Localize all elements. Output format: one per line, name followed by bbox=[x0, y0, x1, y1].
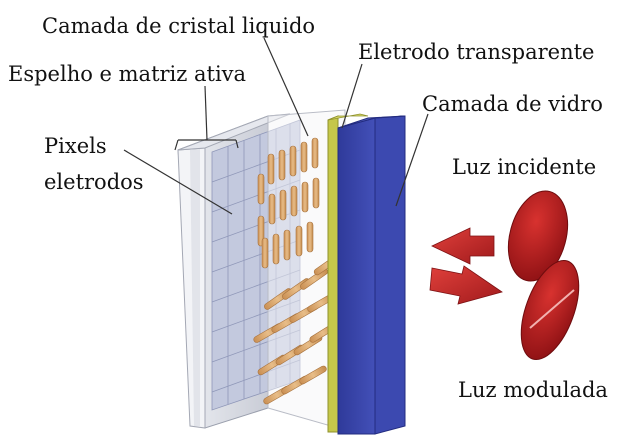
modulated-light-disc bbox=[520, 259, 580, 361]
liquid-crystal-layer bbox=[253, 109, 346, 431]
incident-light-label: Luz incidente bbox=[452, 155, 597, 179]
mirror-active-matrix-label: Espelho e matriz ativa bbox=[8, 62, 247, 86]
glass-layer-label: Camada de vidro bbox=[422, 92, 603, 116]
transparent-electrode-label: Eletrodo transparente bbox=[358, 40, 595, 64]
modulated-light-label: Luz modulada bbox=[458, 378, 608, 402]
incident-light-disc bbox=[507, 190, 569, 282]
leader-lines bbox=[123, 37, 429, 215]
glass-layer bbox=[337, 115, 406, 435]
incident-light-arrow bbox=[431, 227, 495, 265]
liquid-crystal-label: Camada de cristal liquido bbox=[42, 14, 316, 38]
modulated-light-arrow bbox=[429, 265, 503, 305]
pixel-electrodes-label-line2: eletrodos bbox=[44, 170, 144, 194]
pixel-electrodes-label-line1: Pixels bbox=[44, 134, 107, 158]
